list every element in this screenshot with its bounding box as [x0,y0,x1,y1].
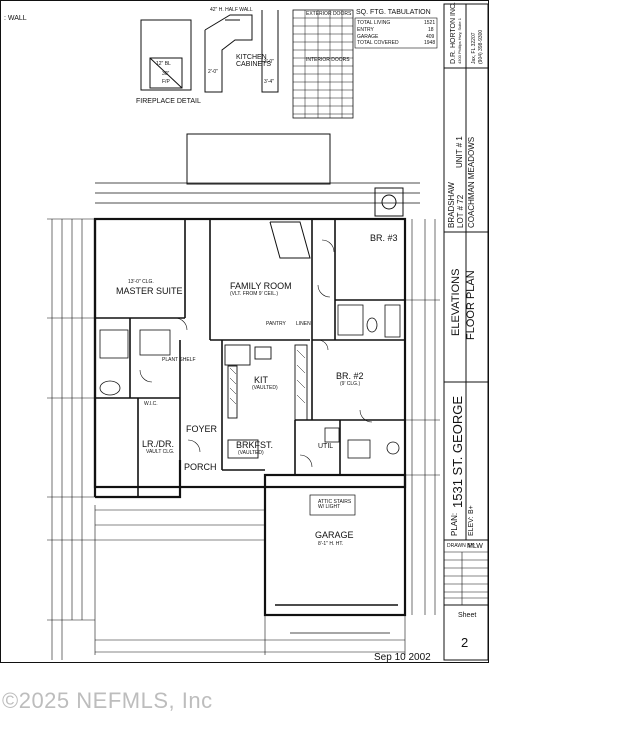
tb-elev-label: ELEV: [468,516,475,536]
fireplace-dim-2: 30" [162,71,170,77]
kitchen-dim-2: 3'-0" [264,59,274,65]
room-kit: KIT [254,375,269,385]
kitchen-dim-3: 3'-4" [264,79,274,85]
tab-block-interior: INTERIOR DOORS [306,57,350,63]
tb-sheet-title-2: FLOOR PLAN [465,270,477,340]
room-garage: GARAGE [315,530,354,540]
corner-note: : WALL [4,15,27,22]
tb-unit: UNIT # 1 [455,136,464,168]
kitchen-cabinets-title: KITCHEN CABINETS [236,54,272,68]
room-br2-sub: (9' CLG.) [340,381,361,387]
tab-row-3-label: GARAGE [357,34,379,40]
room-family-sub: (VLT. FROM 9' CEIL.) [230,291,279,297]
room-brkfst-sub: (VAULTED) [238,450,264,456]
room-porch: PORCH [184,462,217,472]
kitchen-wall-note: 42" H. HALF WALL [210,7,253,13]
tb-drawn-by-label: DRAWN BY: [447,543,475,549]
watermark: ©2025 NEFMLS, Inc [2,688,213,713]
room-plant-shelf: PLANT SHELF [162,357,196,363]
room-kit-sub: (VAULTED) [252,385,278,391]
tb-builder-tel: (904) 398-9300 [478,29,484,64]
room-util: UTIL [318,443,334,450]
tb-elev-value: B+ [468,505,475,514]
tab-row-4-value: 1948 [424,40,436,46]
tab-row-2-value: 18 [428,27,434,33]
tab-row-1-value: 1521 [424,20,436,26]
room-linen: LINEN [296,321,311,327]
room-br3: BR. #3 [370,233,398,243]
tb-builder-addr: 4300 Phillips Hwy, Suite 1 [457,18,462,64]
stamp-date: Sep 10 2002 [374,652,431,663]
fireplace-detail-title: FIREPLACE DETAIL [136,98,201,105]
room-brkfst: BRKFST. [236,440,274,450]
room-lr-dr-sub: VAULT CLG. [146,449,175,455]
room-br2: BR. #2 [336,371,364,381]
tb-plan-label: PLAN: [450,512,459,536]
tabulation-title: SQ. FTG. TABULATION [356,9,431,16]
tb-project-lot: LOT # 72 [456,194,465,228]
tb-project-name: BRADSHAW [447,182,456,228]
tb-drawn-by: MLW [467,543,483,550]
tab-block-exterior: EXTERIOR DOORS [306,11,352,17]
room-attic-note: ATTIC STAIRS W/ LIGHT [318,499,352,510]
room-wic: W.I.C. [144,401,158,407]
room-master-dims: 13'-0" CLG. [128,279,154,285]
tab-row-4-label: TOTAL COVERED [357,40,399,46]
room-master-suite: MASTER SUITE [116,286,183,296]
tb-project-sub: COACHMAN MEADOWS [467,136,476,228]
room-family: FAMILY ROOM [230,281,292,291]
room-garage-sub: 8'-1" H. HT. [318,541,344,547]
tb-builder-name: D.R. HORTON INC. [450,2,457,64]
room-foyer: FOYER [186,424,218,434]
fireplace-dim-3: F/P [162,79,170,85]
tb-sheet-label: Sheet [458,612,477,619]
tb-sheet-number: 2 [461,635,469,650]
room-lr-dr: LR./DR. [142,439,175,449]
fireplace-dim-1: 12" BL [156,61,171,67]
tb-sheet-title-1: ELEVATIONS [450,268,462,336]
tb-plan-name: 1531 ST. GEORGE [450,396,465,508]
tb-builder-city: Jax, FL 32207 [471,32,477,64]
room-pantry: PANTRY [266,321,286,327]
kitchen-dim-1: 2'-0" [208,69,218,75]
tab-row-3-value: 409 [426,34,435,40]
tab-row-2-label: ENTRY [357,27,374,33]
tab-row-1-label: TOTAL LIVING [357,20,391,26]
